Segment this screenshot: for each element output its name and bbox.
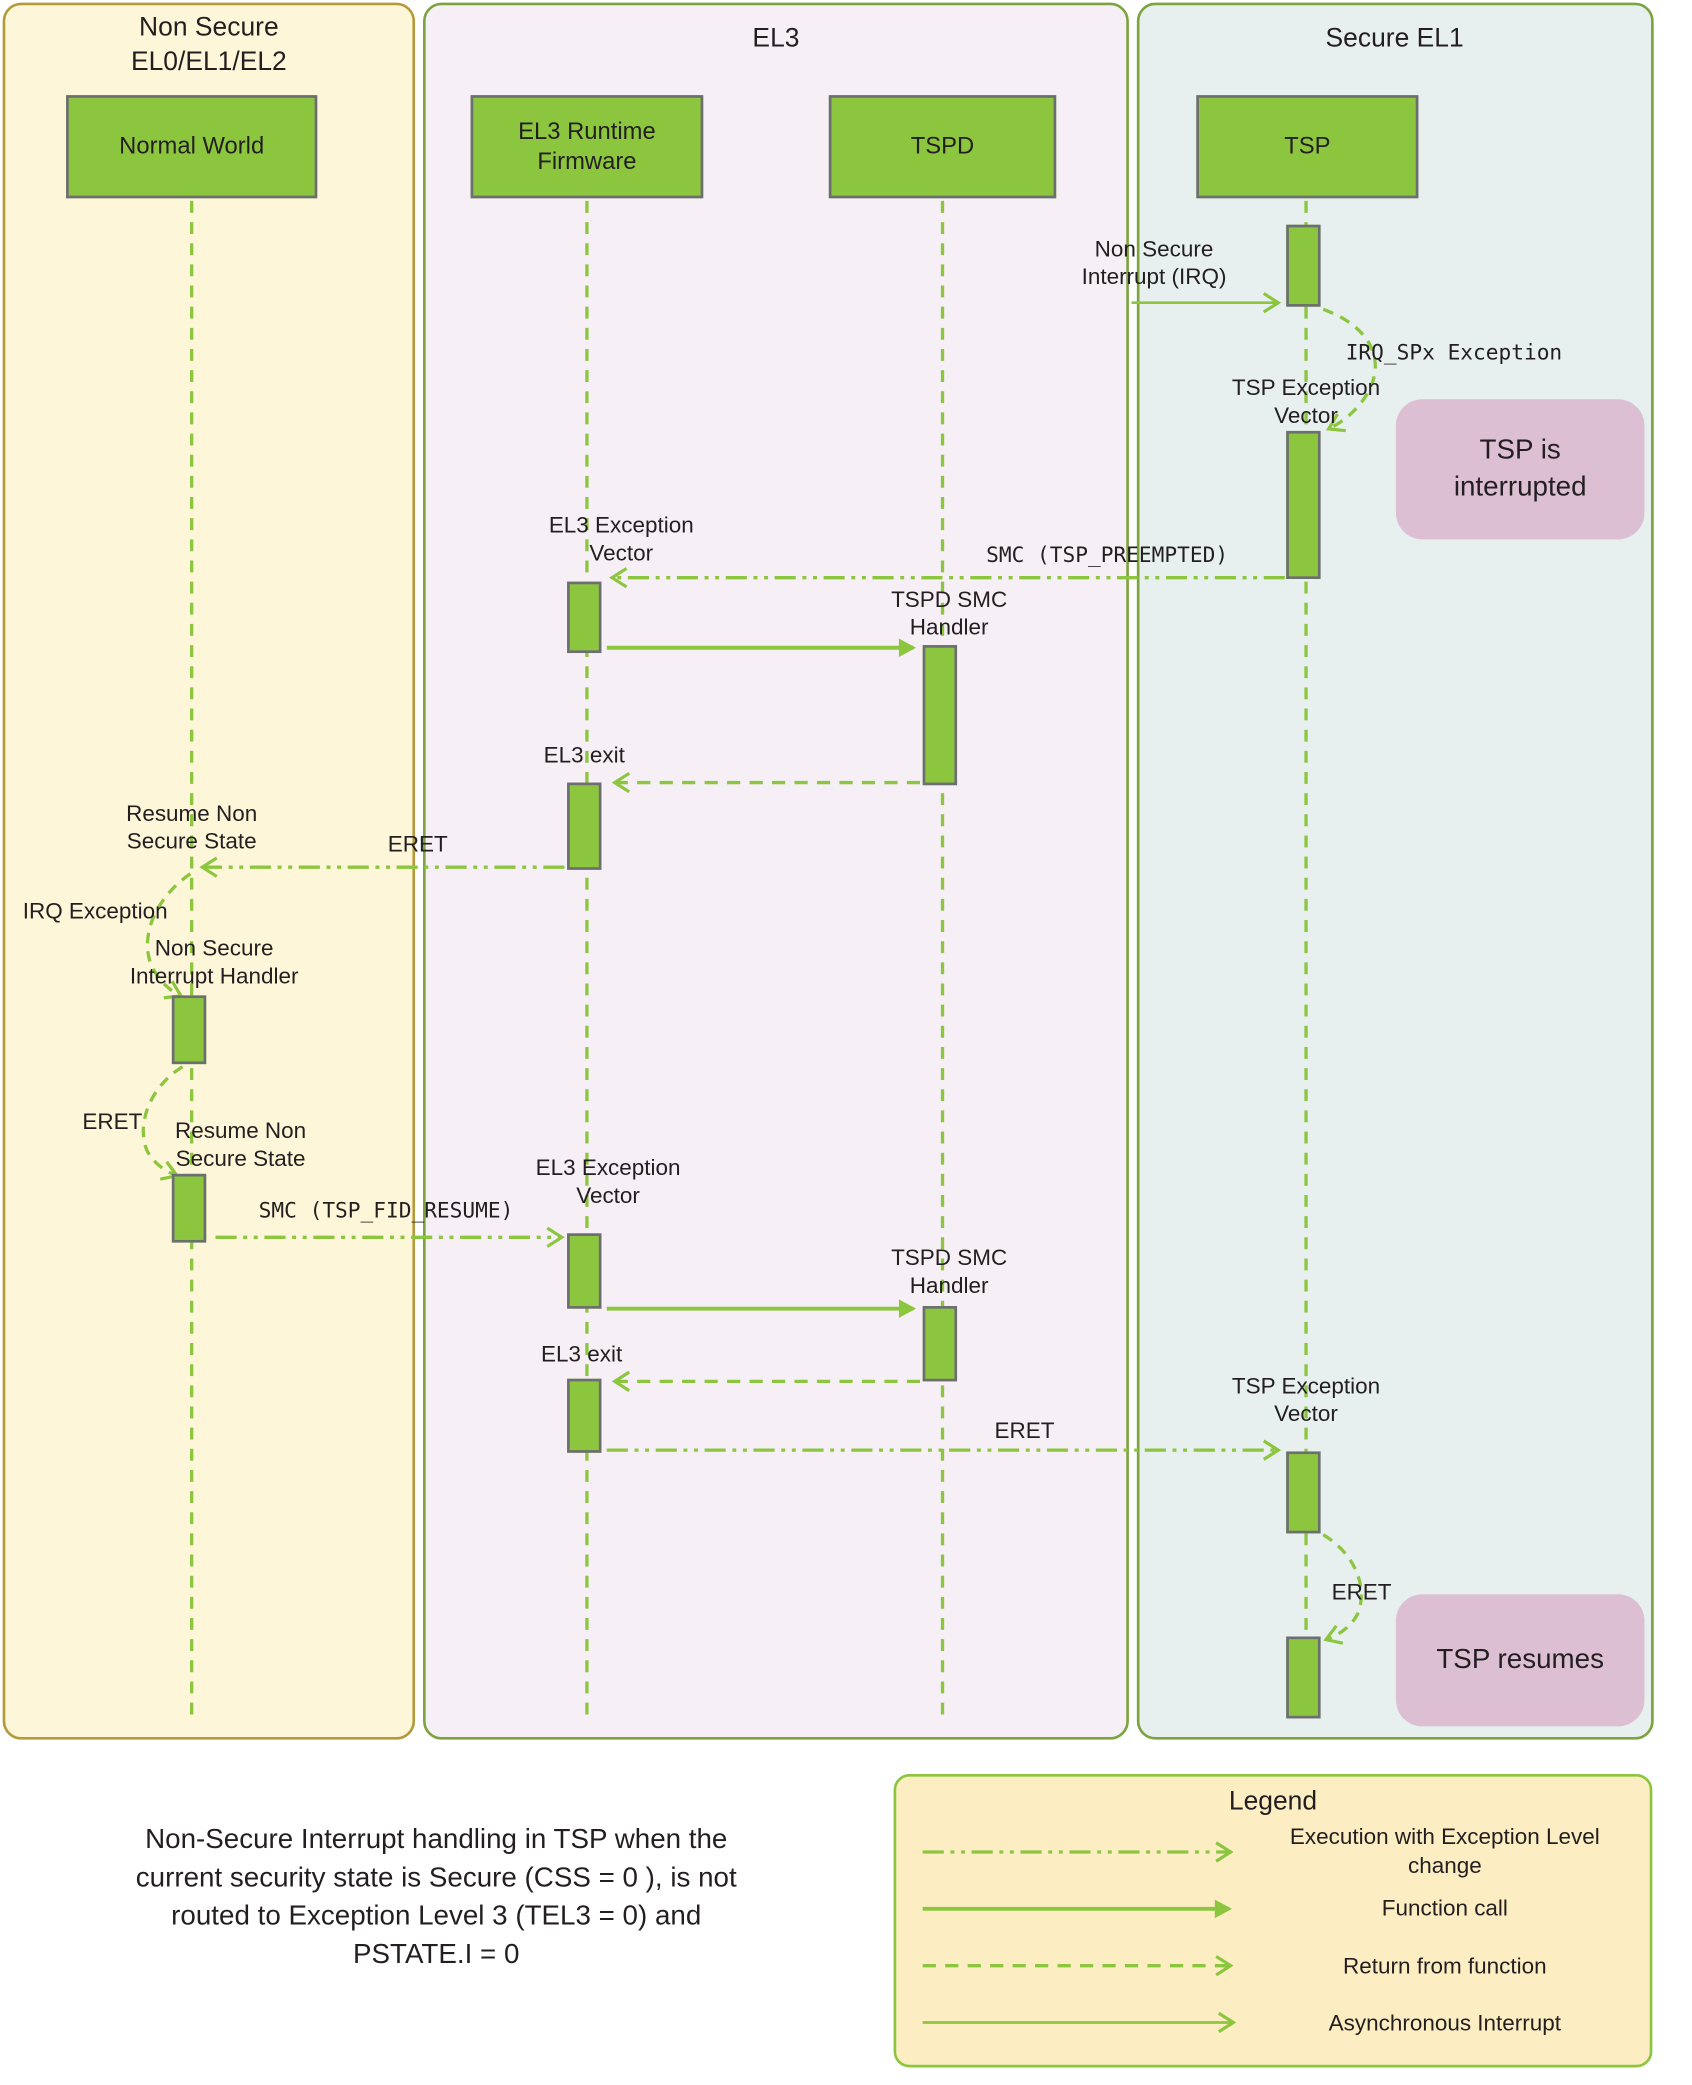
activation-tsp-4 xyxy=(1286,1636,1321,1719)
lane-title-non-secure: Non Secure EL0/EL1/EL2 xyxy=(130,13,287,77)
diagram-caption: Non-Secure Interrupt handling in TSP whe… xyxy=(135,1824,737,1970)
label-tspd-smc-handler-2: TSPD SMC Handler xyxy=(891,1245,1008,1299)
activation-tsp-3 xyxy=(1286,1451,1321,1534)
activation-tsp-1 xyxy=(1286,224,1321,307)
actor-tsp: TSP xyxy=(1196,95,1419,199)
activation-el3rf-1 xyxy=(567,581,602,654)
actor-normal-world: Normal World xyxy=(66,95,318,199)
actor-tspd: TSPD xyxy=(828,95,1057,199)
arrow-eret-loop-nw xyxy=(141,1065,184,1181)
label-non-secure-interrupt-handler: Non Secure Interrupt Handler xyxy=(129,935,299,990)
label-el3-exception-vector-2: EL3 Exception Vector xyxy=(535,1155,681,1209)
label-resume-non-secure-state-2: Resume Non Secure State xyxy=(175,1118,307,1172)
label-tspd-smc-handler-1: TSPD SMC Handler xyxy=(891,586,1008,641)
activation-el3rf-4 xyxy=(567,1378,602,1453)
legend-arrow-function-call-icon xyxy=(922,1899,1233,1918)
activation-nw-2 xyxy=(171,1173,207,1243)
arrow-irq-spx-exception xyxy=(1322,307,1377,433)
label-tsp-exception-vector-2: TSP Exception Vector xyxy=(1231,1373,1381,1427)
lane-title-secure-el1: Secure EL1 xyxy=(1325,23,1464,53)
activation-tspd-2 xyxy=(922,1306,958,1382)
label-irq-exception: IRQ Exception xyxy=(22,898,168,925)
legend-arrow-asynchronous-interrupt-icon xyxy=(922,2012,1237,2034)
legend-label-exception-level-change: Execution with Exception Level change xyxy=(1289,1824,1600,1878)
activation-tspd-1 xyxy=(922,645,958,786)
legend-row-function-call: Function call xyxy=(915,1880,1631,1937)
label-eret-3: ERET xyxy=(994,1418,1055,1444)
label-tsp-exception-vector-1: TSP Exception Vector xyxy=(1231,375,1381,429)
actor-el3-runtime-firmware: EL3 Runtime Firmware xyxy=(470,95,704,199)
activation-nw-1 xyxy=(171,995,207,1065)
legend-label-asynchronous-interrupt: Asynchronous Interrupt xyxy=(1328,2010,1561,2036)
legend-title: Legend xyxy=(1228,1787,1318,1817)
label-eret-1: ERET xyxy=(387,831,448,857)
legend-row-exception-level-change: Execution with Exception Level change xyxy=(915,1823,1631,1880)
arrow-eret-loop-tsp xyxy=(1322,1533,1363,1645)
lane-title-el3: EL3 xyxy=(752,23,800,53)
legend-row-return-from-function: Return from function xyxy=(915,1937,1631,1994)
label-smc-tsp-fid-resume: SMC (TSP_FID_RESUME) xyxy=(258,1197,514,1223)
legend-label-function-call: Function call xyxy=(1381,1895,1508,1922)
legend-arrow-return-from-function-icon xyxy=(922,1955,1234,1977)
activation-el3rf-2 xyxy=(567,782,602,870)
note-tsp-resumes: TSP resumes xyxy=(1395,1594,1645,1727)
label-non-secure-interrupt-irq: Non Secure Interrupt (IRQ) xyxy=(1081,236,1227,290)
legend-row-asynchronous-interrupt: Asynchronous Interrupt xyxy=(915,1994,1631,2051)
label-eret-2: ERET xyxy=(82,1109,143,1135)
label-eret-4: ERET xyxy=(1331,1579,1392,1605)
note-tsp-is-interrupted: TSP is interrupted xyxy=(1395,399,1645,540)
label-irq-spx-exception: IRQ_SPx Exception xyxy=(1345,339,1563,365)
legend-arrow-exception-level-change-icon xyxy=(922,1840,1234,1863)
arrow-irq-exception-loop xyxy=(145,872,192,1000)
activation-el3rf-3 xyxy=(567,1233,602,1309)
activation-tsp-2 xyxy=(1286,430,1321,579)
legend: Legend Execution with Exception Level ch… xyxy=(893,1773,1653,2068)
label-resume-non-secure-state-1: Resume Non Secure State xyxy=(126,801,258,855)
label-smc-tsp-preempted: SMC (TSP_PREEMPTED) xyxy=(986,541,1229,568)
label-el3-exit-1: EL3 exit xyxy=(543,742,625,769)
legend-label-return-from-function: Return from function xyxy=(1343,1953,1547,1979)
label-el3-exception-vector-1: EL3 Exception Vector xyxy=(548,512,694,567)
label-el3-exit-2: EL3 exit xyxy=(541,1341,623,1367)
